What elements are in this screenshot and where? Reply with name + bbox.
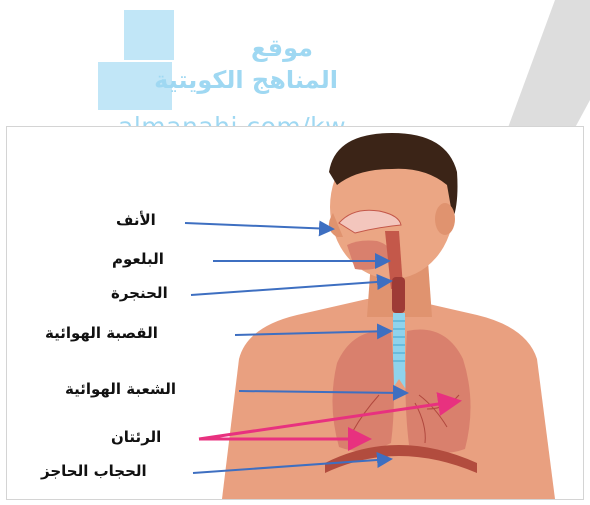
ear xyxy=(435,203,455,235)
watermark: موقع المناهج الكويتية almanahj.com/kw xyxy=(98,8,418,138)
watermark-subtitle: المناهج الكويتية xyxy=(154,66,338,94)
label-nose: الأنف xyxy=(116,211,156,229)
label-diaphragm: الحجاب الحاجز xyxy=(41,462,147,480)
label-trachea: القصبة الهوائية xyxy=(45,324,158,342)
diagram-frame: الأنف البلعوم الحنجرة القصبة الهوائية ال… xyxy=(6,126,584,500)
label-bronchus: الشعبة الهوائية xyxy=(65,380,176,398)
watermark-logo-icon xyxy=(98,8,188,118)
respiratory-system-figure xyxy=(7,127,583,499)
watermark-title: موقع xyxy=(251,34,313,62)
larynx xyxy=(392,277,405,313)
label-lungs: الرئتان xyxy=(111,428,161,446)
label-pharynx: البلعوم xyxy=(112,250,164,268)
trachea xyxy=(393,313,405,373)
label-larynx: الحنجرة xyxy=(111,284,168,302)
